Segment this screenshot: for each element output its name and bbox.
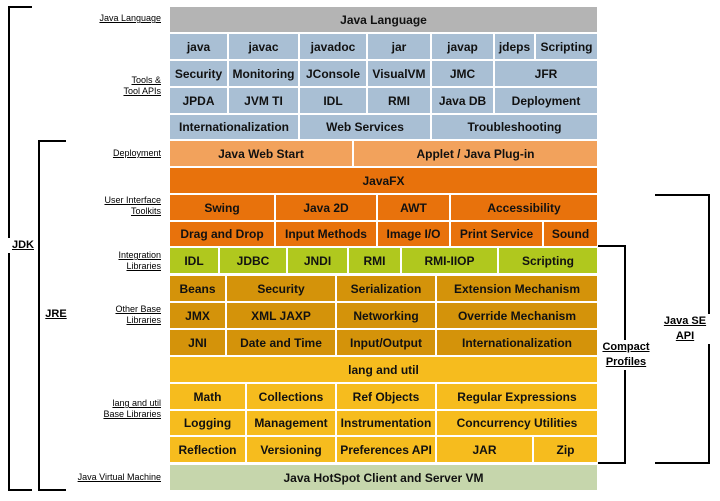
cell-tools4-internationalization: Internationalization [169, 114, 299, 140]
javase-line2: API [675, 330, 695, 342]
cell-tools1-jar: jar [367, 33, 431, 60]
cell-ui1-swing: Swing [169, 194, 275, 221]
cell-other1-extension-mechanism: Extension Mechanism [436, 275, 598, 302]
cell-other2-networking: Networking [336, 302, 436, 329]
cell-integ-jdbc: JDBC [219, 247, 287, 274]
javase-line1: Java SE [663, 315, 707, 327]
cell-other2-override-mechanism: Override Mechanism [436, 302, 598, 329]
compact-line1: Compact [602, 341, 650, 353]
cell-language-java-language: Java Language [169, 6, 598, 33]
label-java-language: Java Language [99, 13, 161, 23]
cell-tools2-jfr: JFR [494, 60, 598, 87]
cell-tools3-deployment: Deployment [494, 87, 598, 114]
cell-base3-jar: JAR [436, 436, 533, 463]
cell-base3-versioning: Versioning [246, 436, 336, 463]
cell-base2-logging: Logging [169, 410, 246, 436]
cell-deploy-java-web-start: Java Web Start [169, 140, 353, 167]
label-ui-toolkits: User Interface Toolkits [104, 195, 161, 217]
cell-tools3-rmi: RMI [367, 87, 431, 114]
cell-ui1-java-2d: Java 2D [275, 194, 377, 221]
cell-ui1-accessibility: Accessibility [450, 194, 598, 221]
cell-integ-rmi-iiop: RMI-IIOP [401, 247, 498, 274]
cell-other3-jni: JNI [169, 329, 226, 356]
label-ui-line2: Toolkits [130, 206, 161, 216]
cell-tools1-jdeps: jdeps [494, 33, 535, 60]
label-jvm: Java Virtual Machine [77, 472, 161, 482]
cell-base1-collections: Collections [246, 383, 336, 410]
cell-tools1-javadoc: javadoc [299, 33, 367, 60]
cell-other3-input-output: Input/Output [336, 329, 436, 356]
cell-base2-management: Management [246, 410, 336, 436]
compact-line2: Profiles [605, 356, 647, 368]
cell-base1-math: Math [169, 383, 246, 410]
java-se-api-label: Java SE API [656, 314, 714, 344]
label-ui-line1: User Interface [104, 195, 161, 205]
label-tools-line1: Tools & [131, 75, 161, 85]
cell-ui2-image-i-o: Image I/O [377, 221, 450, 247]
cell-other3-internationalization: Internationalization [436, 329, 598, 356]
cell-tools2-jconsole: JConsole [299, 60, 367, 87]
label-base-line1: lang and util [112, 398, 161, 408]
cell-other1-beans: Beans [169, 275, 226, 302]
label-tools-line2: Tool APIs [123, 86, 161, 96]
cell-base1-regular-expressions: Regular Expressions [436, 383, 598, 410]
cell-base3-zip: Zip [533, 436, 598, 463]
label-lang-util-base: lang and util Base Libraries [103, 398, 161, 420]
cell-vm-java-hotspot-client-and-server-vm: Java HotSpot Client and Server VM [169, 464, 598, 491]
cell-javafx-javafx: JavaFX [169, 167, 598, 194]
cell-tools2-monitoring: Monitoring [228, 60, 299, 87]
cell-integ-scripting: Scripting [498, 247, 598, 274]
cell-base2-instrumentation: Instrumentation [336, 410, 436, 436]
cell-tools2-jmc: JMC [431, 60, 494, 87]
cell-tools1-javac: javac [228, 33, 299, 60]
cell-deploy-applet-java-plug-in: Applet / Java Plug-in [353, 140, 598, 167]
jdk-label: JDK [8, 238, 38, 253]
cell-integ-rmi: RMI [348, 247, 401, 274]
jre-bracket [38, 140, 66, 491]
label-integration: Integration Libraries [118, 250, 161, 272]
cell-other3-date-and-time: Date and Time [226, 329, 336, 356]
label-deployment: Deployment [112, 148, 161, 158]
cell-tools2-security: Security [169, 60, 228, 87]
cell-tools3-idl: IDL [299, 87, 367, 114]
cell-tools1-java: java [169, 33, 228, 60]
cell-base1-ref-objects: Ref Objects [336, 383, 436, 410]
label-other-base: Other Base Libraries [115, 304, 161, 326]
cell-integ-jndi: JNDI [287, 247, 348, 274]
cell-tools3-jvm-ti: JVM TI [228, 87, 299, 114]
cell-other2-xml-jaxp: XML JAXP [226, 302, 336, 329]
cell-tools4-troubleshooting: Troubleshooting [431, 114, 598, 140]
cell-tools1-javap: javap [431, 33, 494, 60]
label-other-line1: Other Base [115, 304, 161, 314]
compact-profiles-label: Compact Profiles [596, 340, 656, 370]
cell-tools2-visualvm: VisualVM [367, 60, 431, 87]
cell-ui2-print-service: Print Service [450, 221, 543, 247]
cell-ui1-awt: AWT [377, 194, 450, 221]
cell-other2-jmx: JMX [169, 302, 226, 329]
cell-ui2-drag-and-drop: Drag and Drop [169, 221, 275, 247]
jre-label: JRE [40, 307, 72, 322]
label-base-line2: Base Libraries [103, 409, 161, 419]
cell-ui2-input-methods: Input Methods [275, 221, 377, 247]
cell-integ-idl: IDL [169, 247, 219, 274]
cell-other1-security: Security [226, 275, 336, 302]
cell-tools3-jpda: JPDA [169, 87, 228, 114]
label-tools: Tools & Tool APIs [123, 75, 161, 97]
label-integration-line1: Integration [118, 250, 161, 260]
cell-other1-serialization: Serialization [336, 275, 436, 302]
cell-tools4-web-services: Web Services [299, 114, 431, 140]
cell-base3-preferences-api: Preferences API [336, 436, 436, 463]
cell-tools3-java-db: Java DB [431, 87, 494, 114]
cell-base2-concurrency-utilities: Concurrency Utilities [436, 410, 598, 436]
cell-langutil-lang-and-util: lang and util [169, 356, 598, 383]
label-integration-line2: Libraries [126, 261, 161, 271]
cell-tools1-scripting: Scripting [535, 33, 598, 60]
cell-ui2-sound: Sound [543, 221, 598, 247]
label-other-line2: Libraries [126, 315, 161, 325]
cell-base3-reflection: Reflection [169, 436, 246, 463]
